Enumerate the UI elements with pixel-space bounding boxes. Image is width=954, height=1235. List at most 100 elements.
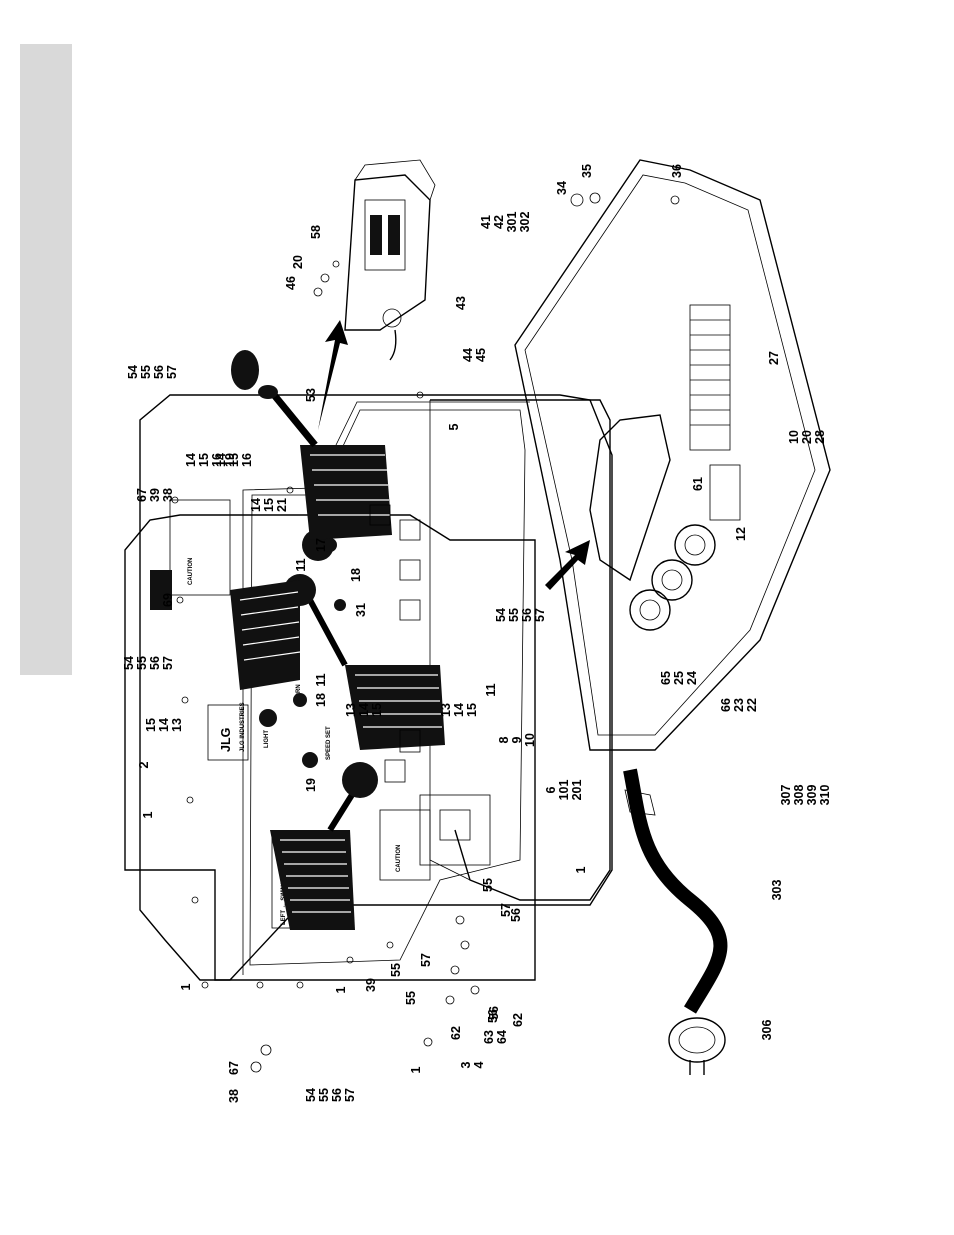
callout-label: 18	[314, 693, 328, 707]
callout-label: 66	[719, 698, 733, 712]
callout-label: 55	[507, 608, 521, 622]
callout-label: 64	[495, 1030, 509, 1044]
callout-label: 2	[137, 761, 151, 768]
arrow-base	[545, 540, 590, 590]
light-text: LIGHT	[264, 730, 270, 748]
junction-box	[344, 159, 436, 361]
callout-label: 23	[732, 698, 746, 712]
callout-label: 35	[580, 164, 594, 178]
callout-label: 4	[472, 1061, 486, 1068]
indicator-lights	[259, 538, 346, 768]
callout-label: 306	[760, 1020, 774, 1041]
brand-sub-text: JLG INDUSTRIES	[240, 702, 246, 752]
callout-label: 56	[152, 365, 166, 379]
callout-label: 56	[486, 1009, 500, 1023]
callout-label: 201	[570, 780, 584, 801]
callout-label: 54	[304, 1088, 318, 1102]
brand-text: JLG	[219, 728, 233, 752]
callout-label: 13	[170, 718, 184, 732]
callout-label: 54	[122, 656, 136, 670]
callout-label: 67	[227, 1061, 241, 1075]
callout-label: 57	[165, 365, 179, 379]
callout-label: 9	[510, 736, 524, 743]
callout-label: 56	[330, 1088, 344, 1102]
side-tab	[20, 44, 72, 675]
cord-grip-nuts	[629, 524, 716, 631]
callout-label: 1	[179, 983, 193, 990]
callout-label: 36	[670, 164, 684, 178]
callout-label: 1	[574, 866, 588, 873]
callout-label: 46	[284, 276, 298, 290]
callout-label: 55	[135, 656, 149, 670]
callout-label: 20	[800, 430, 814, 444]
callout-label: 310	[818, 785, 832, 806]
jlg-decal: JLG JLG INDUSTRIES	[207, 702, 249, 761]
callout-label: 11	[314, 673, 328, 686]
callout-label: 57	[419, 953, 433, 967]
callout-label: 67	[135, 488, 149, 502]
callout-label: 55	[139, 365, 153, 379]
joystick-center[interactable]	[284, 574, 445, 750]
callout-label: 17	[314, 538, 328, 552]
power-cord	[623, 768, 728, 1075]
callout-label: 38	[161, 488, 175, 502]
callout-label: 14	[249, 498, 263, 512]
speed-set-text: SPEED SET	[326, 726, 332, 760]
callout-label: 39	[364, 978, 378, 992]
callout-label: 45	[474, 348, 488, 362]
callout-label: 61	[691, 477, 705, 491]
callout-label: 3	[459, 1061, 473, 1068]
data-plate	[150, 570, 172, 610]
arrow-junction	[318, 320, 348, 430]
callout-label: 65	[659, 671, 673, 685]
callout-label: 55	[481, 878, 495, 892]
callout-label: 13	[439, 703, 453, 717]
callout-label: 14	[184, 453, 198, 467]
terminal-strip	[689, 304, 731, 451]
callout-label: 11	[294, 558, 308, 571]
callout-label: 57	[499, 903, 513, 917]
toggle-switches[interactable]	[369, 504, 421, 783]
callout-label: 11	[484, 683, 498, 696]
callout-label: 24	[685, 671, 699, 685]
callout-label: 301	[505, 212, 519, 233]
callout-label: 57	[161, 656, 175, 670]
callout-label: 307	[779, 785, 793, 806]
callout-label: 54	[126, 365, 140, 379]
callout-label: 56	[520, 608, 534, 622]
callout-label: 15	[465, 703, 479, 717]
callout-label: 39	[148, 488, 162, 502]
callout-label: 28	[813, 430, 827, 444]
caution-left-decal	[379, 809, 431, 881]
caution-right-decal	[169, 499, 231, 596]
callout-label: 21	[275, 498, 289, 512]
lid-screws	[171, 391, 424, 989]
callout-label: 16	[240, 453, 254, 467]
callout-label: 1	[334, 986, 348, 993]
callout-label: 53	[304, 388, 318, 402]
callout-label: 38	[227, 1089, 241, 1103]
callout-label: 303	[770, 880, 784, 901]
callout-label: 309	[805, 785, 819, 806]
callout-label: 15	[227, 453, 241, 467]
relay	[709, 464, 741, 521]
callout-label: 44	[461, 348, 475, 362]
callout-label: 101	[557, 780, 571, 801]
callout-label: 41	[479, 215, 493, 229]
callout-label: 12	[734, 527, 748, 541]
callout-label: 15	[262, 498, 276, 512]
callout-label: 58	[309, 225, 323, 239]
joystick-left[interactable]	[270, 762, 378, 930]
callout-label: 27	[767, 351, 781, 365]
callout-label: 1	[409, 1066, 423, 1073]
callout-label: 15	[370, 703, 384, 717]
callout-label: 34	[555, 181, 569, 195]
callout-label: 18	[349, 568, 363, 582]
callout-label: 55	[389, 963, 403, 977]
callout-label: 19	[223, 453, 237, 467]
joystick-right[interactable]	[231, 350, 392, 540]
base-plate	[514, 159, 831, 751]
callout-label: 25	[672, 671, 686, 685]
callout-label: 56	[509, 908, 523, 922]
